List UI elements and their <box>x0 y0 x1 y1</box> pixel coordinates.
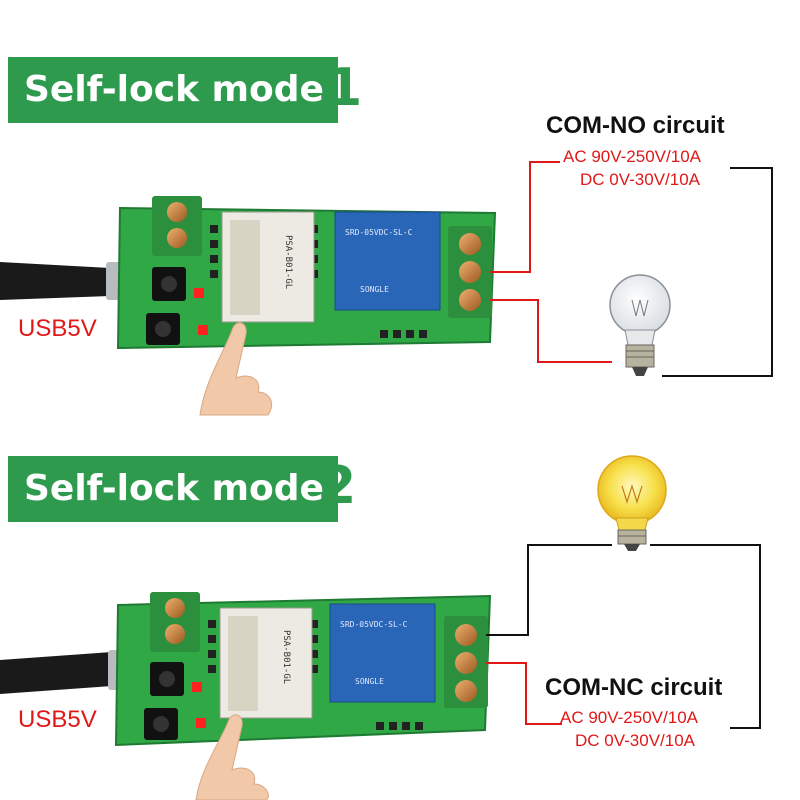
panel-1-wire-black <box>662 167 773 377</box>
panel-2-wire-black <box>486 544 612 636</box>
panel-1-board: PSA-B01-GL SRD-05VDC-SL-C SONGLE <box>0 196 497 350</box>
panel-1-led-1 <box>194 288 204 298</box>
panel-2-circuit-title: COM-NC circuit <box>545 674 723 701</box>
panel-2-usb-cable <box>0 652 112 694</box>
panel-2-led-1 <box>192 682 202 692</box>
panel-1-spec-ac: AC 90V-250V/10A <box>563 147 701 166</box>
panel-2-relay-text: SRD-05VDC-SL-C <box>340 620 408 629</box>
panel-2-module-text: PSA-B01-GL <box>281 630 291 684</box>
panel-1-spec-dc: DC 0V-30V/10A <box>580 170 701 189</box>
panel-2-usb-label: USB5V <box>18 706 97 733</box>
panel-1-hand <box>199 322 273 416</box>
panel-1-banner-text: Self-lock mode <box>24 69 324 110</box>
panel-2-wire-black-right <box>650 544 761 729</box>
panel-1-relay-text: SRD-05VDC-SL-C <box>345 228 413 237</box>
panel-2-spec-ac: AC 90V-250V/10A <box>560 708 698 727</box>
panel-1-relay <box>334 211 441 311</box>
panel-2-relay <box>329 603 436 703</box>
panel-1-circuit-title: COM-NO circuit <box>546 112 725 139</box>
panel-2-hand <box>195 714 269 800</box>
panel-2-board: PSA-B01-GL SRD-05VDC-SL-C SONGLE <box>0 592 492 747</box>
panel-2-header-pins <box>208 620 318 673</box>
panel-1-wire-red <box>490 161 560 273</box>
panel-2-wire-red <box>486 662 562 725</box>
panel-1-bulb-off-icon <box>609 274 671 376</box>
panel-2-mode-number: 2 <box>320 456 357 516</box>
panel-2-relay-brand: SONGLE <box>355 677 384 686</box>
panel-1-usb-cable <box>0 262 110 300</box>
panel-1-mode-number: 1 <box>326 58 363 118</box>
panel-2-spec-dc: DC 0V-30V/10A <box>575 731 696 750</box>
panel-1-banner: Self-lock mode <box>8 57 338 123</box>
panel-1-module-text: PSA-B01-GL <box>283 235 293 289</box>
panel-2-banner: Self-lock mode <box>8 456 338 522</box>
panel-2-bulb-on-icon <box>597 455 667 551</box>
panel-1-usb-label: USB5V <box>18 315 97 342</box>
panel-2-banner-text: Self-lock mode <box>24 468 324 509</box>
panel-1-relay-brand: SONGLE <box>360 285 389 294</box>
panel-1-led-2 <box>198 325 208 335</box>
panel-1-wire-red-bottom <box>490 299 612 363</box>
panel-2-led-2 <box>196 718 206 728</box>
panel-1-terminal-left <box>152 196 202 256</box>
panel-2-terminal-left <box>150 592 200 652</box>
